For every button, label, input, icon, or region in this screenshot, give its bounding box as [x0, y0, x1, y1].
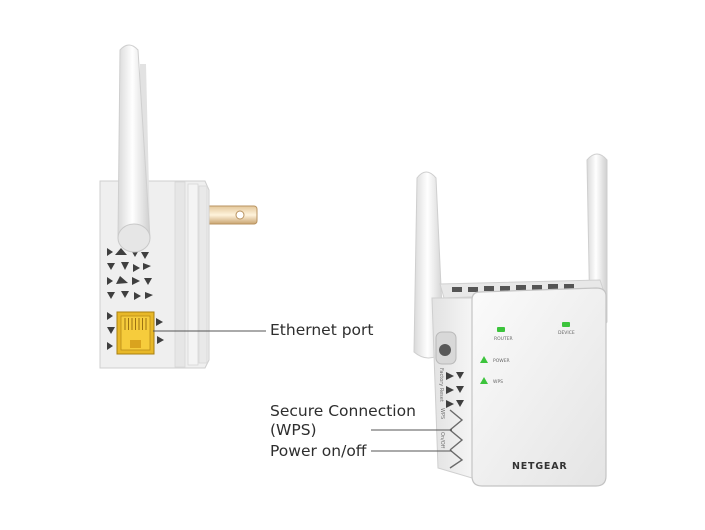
antenna-hinge: [435, 331, 457, 365]
router-led-label: ROUTER: [494, 336, 513, 342]
device-led-label: DEVICE: [558, 330, 575, 336]
ethernet-port: [116, 311, 155, 355]
ethernet-port-callout: Ethernet port: [270, 321, 374, 339]
side-view-extender: [99, 44, 258, 369]
power-led-label: POWER: [493, 358, 510, 364]
secure-connection-callout: Secure Connection: [270, 402, 416, 420]
side-vents: [107, 248, 164, 350]
status-leds: [480, 322, 570, 384]
brand-logo: NETGEAR: [512, 461, 567, 472]
wps-side-label: WPS: [439, 408, 445, 419]
router-led: [497, 327, 505, 332]
wps-led-label: WPS: [493, 379, 503, 385]
power-callout: Power on/off: [270, 442, 367, 460]
front-side-vents: [446, 372, 464, 408]
onoff-side-label: On/Off: [439, 432, 445, 449]
leader-lines: [153, 330, 452, 452]
factory-reset-label: Factory Reset: [438, 368, 444, 402]
side-buttons: [449, 409, 464, 469]
wps-led: [480, 377, 488, 384]
front-view-extender: ROUTER DEVICE POWER WPS Factory Reset WP…: [413, 153, 608, 487]
secure-connection-callout-wps: (WPS): [270, 421, 317, 439]
power-led: [480, 356, 488, 363]
device-led: [562, 322, 570, 327]
power-plug-prong: [204, 205, 258, 225]
side-antenna: [117, 44, 151, 253]
